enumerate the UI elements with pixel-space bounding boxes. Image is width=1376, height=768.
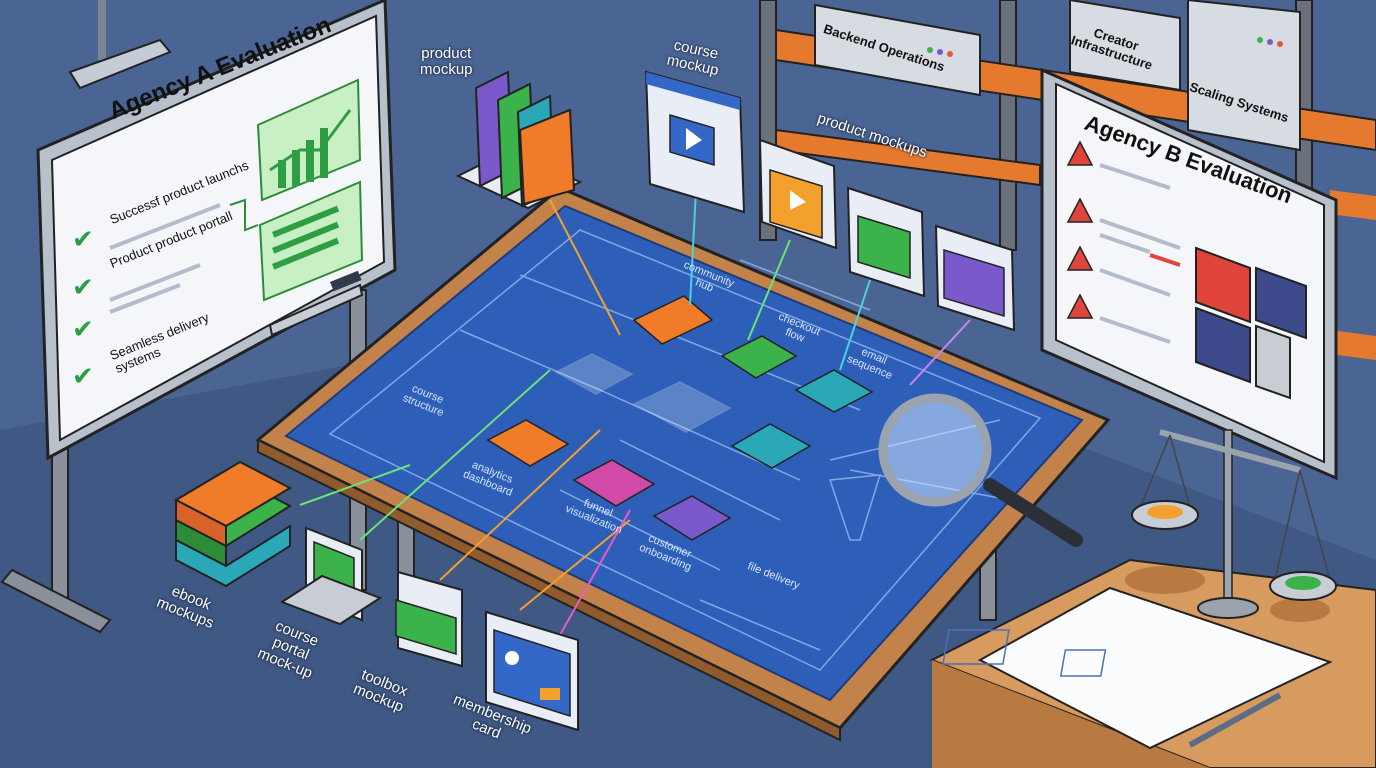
server-creator bbox=[1069, 0, 1181, 92]
side-table bbox=[929, 429, 1376, 768]
blueprint-nodes bbox=[486, 295, 874, 541]
node-chat bbox=[554, 353, 634, 395]
product-mockup-books bbox=[455, 70, 583, 210]
label-product-mockup: product mockup bbox=[420, 45, 473, 78]
svg-text:✔: ✔ bbox=[72, 225, 94, 255]
membership-card bbox=[485, 610, 579, 732]
node-settings bbox=[730, 423, 812, 469]
magnifying-glass-icon bbox=[878, 393, 1083, 547]
svg-text:✔: ✔ bbox=[72, 315, 94, 345]
course-mockup-window bbox=[644, 70, 746, 214]
agency-a-whiteboard: ✔ ✔ ✔ ✔ bbox=[0, 0, 397, 634]
svg-text:✔: ✔ bbox=[72, 362, 94, 392]
node-customer-onboarding bbox=[652, 495, 732, 541]
node-checkout-flow bbox=[720, 335, 798, 379]
toolbox-mockup bbox=[395, 570, 463, 668]
svg-text:✔: ✔ bbox=[72, 273, 94, 303]
node-funnel-visualization bbox=[572, 459, 656, 507]
server-backend bbox=[814, 3, 981, 97]
server-scaling bbox=[1187, 0, 1301, 152]
node-email-sequence bbox=[794, 369, 874, 413]
ceiling-lamp bbox=[68, 0, 172, 90]
product-mockup-cards bbox=[758, 138, 1016, 332]
node-community-hub bbox=[632, 295, 714, 345]
agency-b-board bbox=[1040, 67, 1338, 481]
ebook-mockup-stack bbox=[173, 460, 293, 588]
node-cart bbox=[632, 381, 732, 433]
connector-lines bbox=[299, 189, 971, 636]
course-portal-laptop bbox=[279, 526, 383, 626]
node-analytics-dashboard bbox=[486, 419, 570, 467]
